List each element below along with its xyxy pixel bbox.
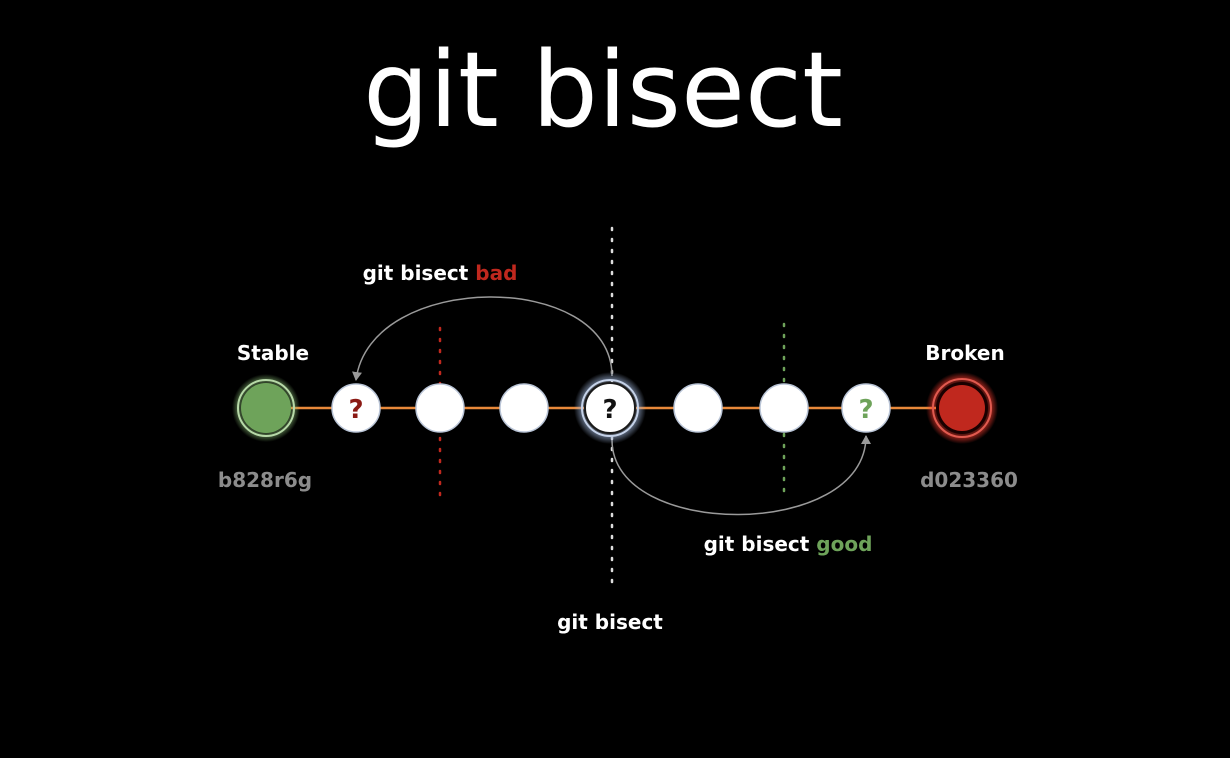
stable-hash: b828r6g [218,468,312,492]
stable-label: Stable [237,341,309,365]
bisect-good-keyword: good [816,532,872,556]
commit-node-3 [499,383,549,433]
midpoint-marker: ? [602,395,617,425]
bisect-bad-command: git bisect bad [363,261,518,285]
commit-node-6 [759,383,809,433]
bisect-bad-keyword: bad [475,261,517,285]
commit-node-5 [673,383,723,433]
broken-node-ring [932,378,992,438]
bad-candidate-marker: ? [348,395,363,425]
broken-label: Broken [925,341,1004,365]
midpoint-commit-node [584,382,636,434]
page-title: git bisect [363,29,843,151]
commit-node-7 [841,383,891,433]
bisect-good-command: git bisect good [704,532,873,556]
commit-node-1 [331,383,381,433]
bisect-bad-prefix: git bisect [363,261,476,285]
broken-commit-node [939,385,985,431]
stable-commit-node [241,383,291,433]
midpoint-node-ring [581,379,639,437]
good-candidate-marker: ? [858,395,873,425]
broken-hash: d023360 [920,468,1018,492]
bisect-good-prefix: git bisect [704,532,817,556]
good-arrow-arc [611,435,871,516]
bad-arrow-arc [352,296,613,381]
stable-node-ring [237,379,295,437]
bisect-start-command: git bisect [557,610,663,634]
commit-node-2 [415,383,465,433]
